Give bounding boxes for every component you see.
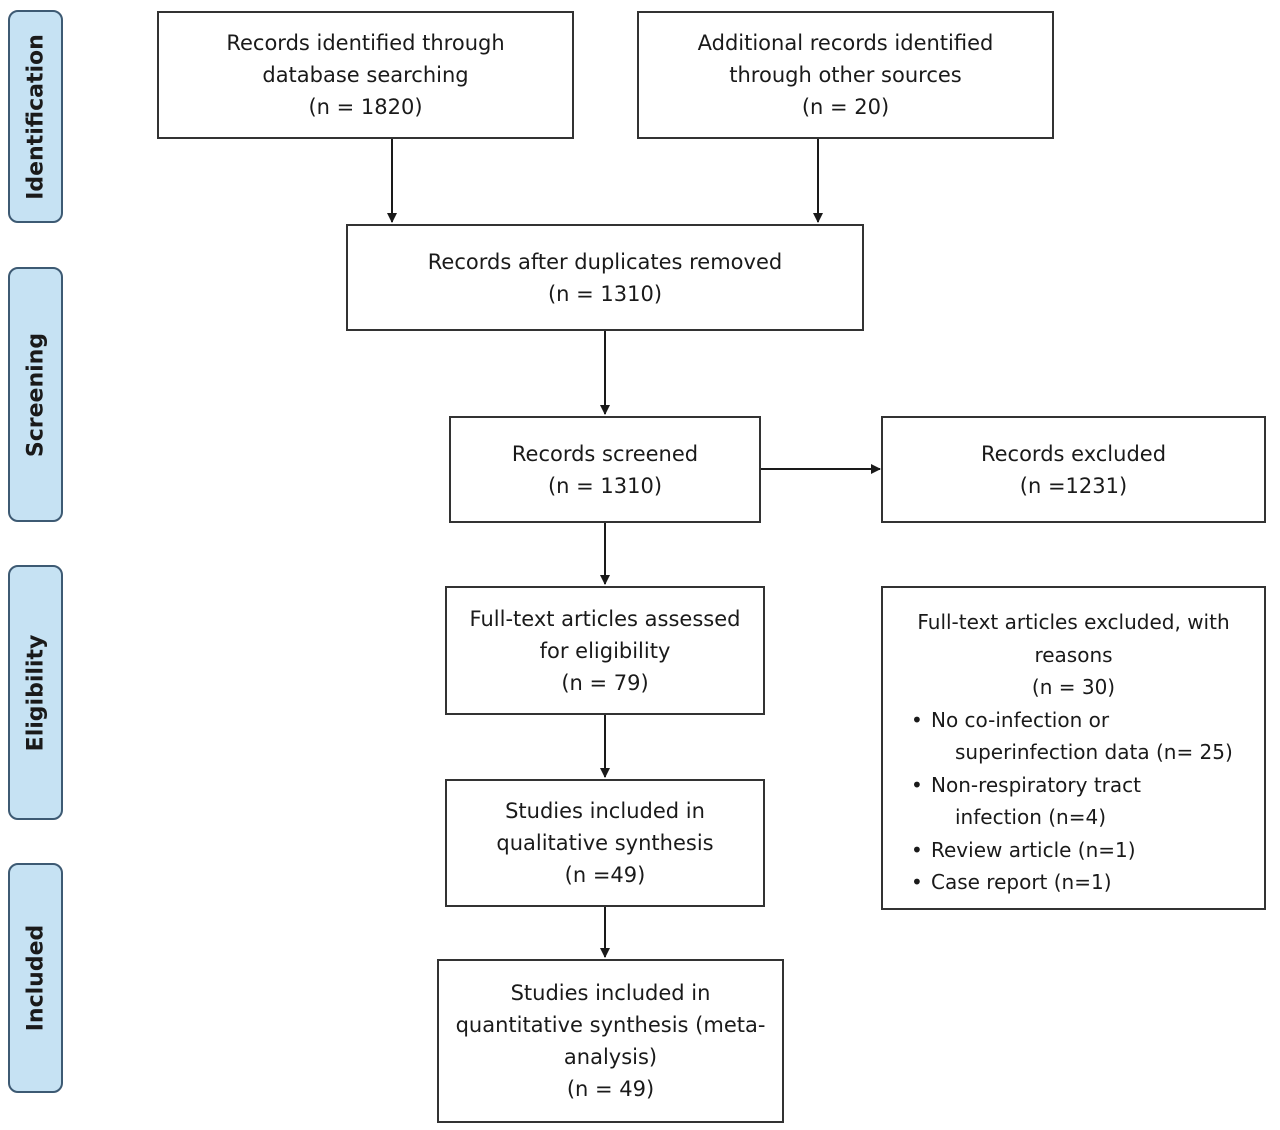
exclusion-reason: Review article (n=1) bbox=[911, 834, 1264, 867]
records-excluded-box: Records excluded (n =1231) bbox=[881, 416, 1266, 523]
reason-text: Case report (n=1) bbox=[931, 870, 1112, 894]
stage-screening: Screening bbox=[8, 267, 63, 522]
excl-heading-line: (n = 30) bbox=[1031, 675, 1116, 699]
reason-text: Non-respiratory tract bbox=[931, 772, 1141, 797]
reason-text-cont: superinfection data (n= 25) bbox=[955, 740, 1233, 764]
reason-text-cont: infection (n=4) bbox=[955, 805, 1107, 829]
reason-text: No co-infection or bbox=[931, 707, 1110, 732]
box-line: Studies included in bbox=[510, 981, 711, 1005]
qualitative-synthesis-box: Studies included in qualitative synthesi… bbox=[445, 779, 765, 907]
exclusion-reasons-list: No co-infection or superinfection data (… bbox=[883, 704, 1264, 899]
box-line: (n = 1310) bbox=[547, 473, 663, 498]
reason-text: Review article (n=1) bbox=[931, 837, 1136, 862]
box-line: for eligibility bbox=[539, 638, 671, 663]
database-records-box: Records identified through database sear… bbox=[157, 11, 574, 139]
box-line: quantitative synthesis (meta- bbox=[455, 1013, 766, 1037]
quantitative-synthesis-box: Studies included in quantitative synthes… bbox=[437, 959, 784, 1123]
box-line: (n = 1310) bbox=[547, 281, 663, 306]
stage-eligibility: Eligibility bbox=[8, 565, 63, 820]
box-line: Records screened bbox=[511, 441, 699, 466]
box-line: Additional records identified bbox=[697, 31, 994, 55]
excl-heading-line: Full-text articles excluded, with bbox=[917, 610, 1230, 634]
exclusion-reason: Case report (n=1) bbox=[911, 866, 1264, 899]
box-line: (n =49) bbox=[564, 863, 646, 887]
box-line: qualitative synthesis bbox=[496, 831, 714, 855]
excl-heading-line: reasons bbox=[1034, 642, 1113, 667]
stage-identification: Identification bbox=[8, 10, 63, 223]
other-sources-box: Additional records identified through ot… bbox=[637, 11, 1054, 139]
box-line: Records excluded bbox=[980, 441, 1167, 466]
box-line: Records after duplicates removed bbox=[427, 249, 783, 274]
box-line: database searching bbox=[262, 63, 469, 87]
box-line: (n = 1820) bbox=[308, 95, 423, 119]
box-line: (n =1231) bbox=[1019, 473, 1128, 498]
records-screened-box: Records screened (n = 1310) bbox=[449, 416, 761, 523]
box-line: Records identified through bbox=[226, 31, 505, 55]
box-line: through other sources bbox=[729, 63, 962, 87]
exclusion-reason: Non-respiratory tract infection (n=4) bbox=[911, 769, 1264, 834]
box-line: analysis) bbox=[563, 1045, 658, 1069]
box-line: Full-text articles assessed bbox=[469, 606, 741, 631]
exclusion-reason: No co-infection or superinfection data (… bbox=[911, 704, 1264, 769]
stage-included: Included bbox=[8, 863, 63, 1093]
box-line: Studies included in bbox=[505, 799, 705, 823]
box-line: (n = 20) bbox=[801, 95, 890, 119]
full-text-excluded-heading: Full-text articles excluded, with reason… bbox=[883, 588, 1264, 704]
box-line: (n = 49) bbox=[566, 1077, 655, 1101]
full-text-excluded-box: Full-text articles excluded, with reason… bbox=[881, 586, 1266, 910]
after-duplicates-box: Records after duplicates removed (n = 13… bbox=[346, 224, 864, 331]
full-text-assessed-box: Full-text articles assessed for eligibil… bbox=[445, 586, 765, 715]
box-line: (n = 79) bbox=[561, 670, 649, 695]
